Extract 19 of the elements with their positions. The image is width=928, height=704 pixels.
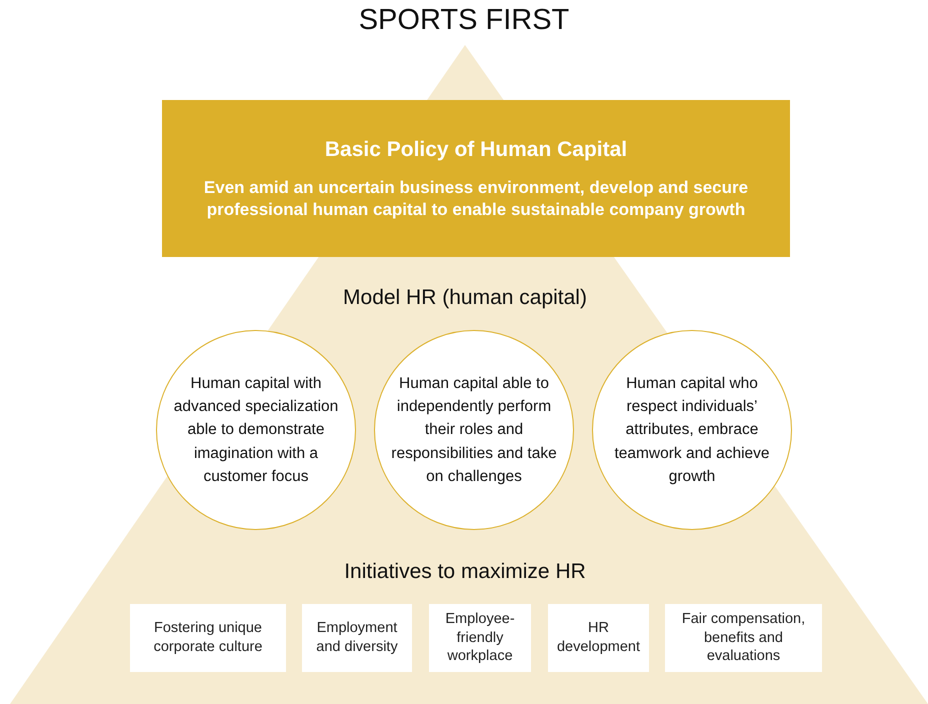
policy-banner [162,100,790,257]
title: SPORTS FIRST [358,4,570,37]
trait-text: Human capital who respect individuals’ attributes, embrace teamwork and achieve growth [613,374,771,487]
initiative-text: Fair compensation, benefits and evaluations [680,610,806,666]
initiative-card [548,604,649,672]
initiative-text: HR development [556,619,641,657]
initiative-card [429,604,531,672]
initiative-card [130,604,286,672]
initiative-card [665,604,822,672]
initiative-text: Employee-friendly workplace [444,610,516,666]
trait-text: Human capital able to independently perform their roles and responsibilities and take on challenges [390,374,558,487]
initiative-text: Fostering unique corporate culture [152,619,264,657]
initiative-card [302,604,412,672]
section-heading: Initiatives to maximize HR [343,560,587,584]
trait-text: Human capital with advanced specialization able to demonstrate imagination with a customer focus [172,374,340,487]
policy-heading: Basic Policy of Human Capital [324,136,628,163]
policy-text: Even amid an uncertain business environment, develop and secure professional human capital to enable sustainable company growth [202,177,750,222]
section-heading: Model HR (human capital) [342,286,588,310]
initiative-text: Employment and diversity [315,619,399,657]
